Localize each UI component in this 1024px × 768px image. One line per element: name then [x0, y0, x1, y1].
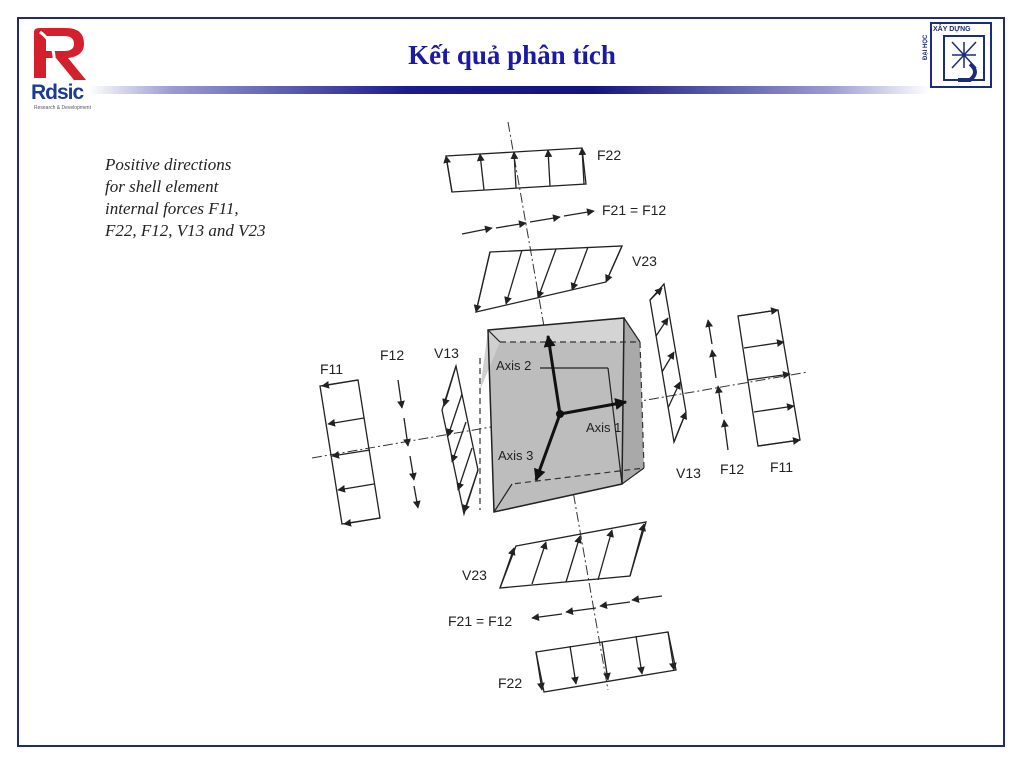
- label-axis1: Axis 1: [586, 420, 621, 435]
- f12-right-group: [705, 319, 729, 451]
- shell-forces-diagram: F22 F21 = F12 V23 F11 F12 V13 Axis 2 Axi…: [95, 110, 820, 710]
- f11-left-group: [319, 379, 381, 527]
- label-v13-right: V13: [676, 465, 701, 481]
- v13-left-group: [441, 363, 479, 517]
- title-underline: [88, 86, 930, 94]
- label-f12-right: F12: [720, 461, 744, 477]
- f12-left-group: [397, 379, 421, 509]
- label-axis2: Axis 2: [496, 358, 531, 373]
- caption-line: Positive directions: [105, 155, 232, 174]
- label-v23-bottom: V23: [462, 567, 487, 583]
- label-f11-left: F11: [320, 361, 343, 377]
- v23-top-group: [473, 245, 624, 313]
- f22-bottom-group: [535, 631, 677, 693]
- caption-line: for shell element: [105, 177, 219, 196]
- label-f11-right: F11: [770, 459, 793, 475]
- logo-left-subtext: Research & Development: [34, 105, 91, 111]
- f21-bottom-group: [531, 595, 663, 621]
- label-f12-left: F12: [380, 347, 404, 363]
- label-f21-bottom: F21 = F12: [448, 613, 512, 629]
- local-axes-arrows: [534, 334, 628, 482]
- caption-line: F22, F12, V13 and V23: [105, 221, 266, 240]
- label-f21-top: F21 = F12: [602, 202, 666, 218]
- label-v13-left: V13: [434, 345, 459, 361]
- slide-title: Kết quả phân tích: [408, 40, 616, 70]
- logo-right-top-text: XÂY DỰNG: [933, 26, 971, 33]
- rdsic-logo-icon: [30, 26, 92, 82]
- f21-top-group: [461, 208, 595, 235]
- v13-right-group: [649, 282, 688, 445]
- label-f22-top: F22: [597, 147, 621, 163]
- logo-left-text: Rdsic: [31, 81, 84, 104]
- label-f22-bottom: F22: [498, 675, 522, 691]
- label-v23-top: V23: [632, 253, 657, 269]
- f22-top-group: [443, 147, 587, 193]
- shell-element-box: [479, 317, 645, 513]
- v23-bottom-group: [499, 521, 647, 589]
- diagram-caption: Positive directions for shell element in…: [105, 154, 305, 242]
- f11-right-group: [737, 307, 801, 447]
- caption-line: internal forces F11,: [105, 199, 239, 218]
- university-logo-icon: [930, 22, 992, 88]
- label-axis3: Axis 3: [498, 448, 533, 463]
- slide-frame: [17, 17, 1005, 747]
